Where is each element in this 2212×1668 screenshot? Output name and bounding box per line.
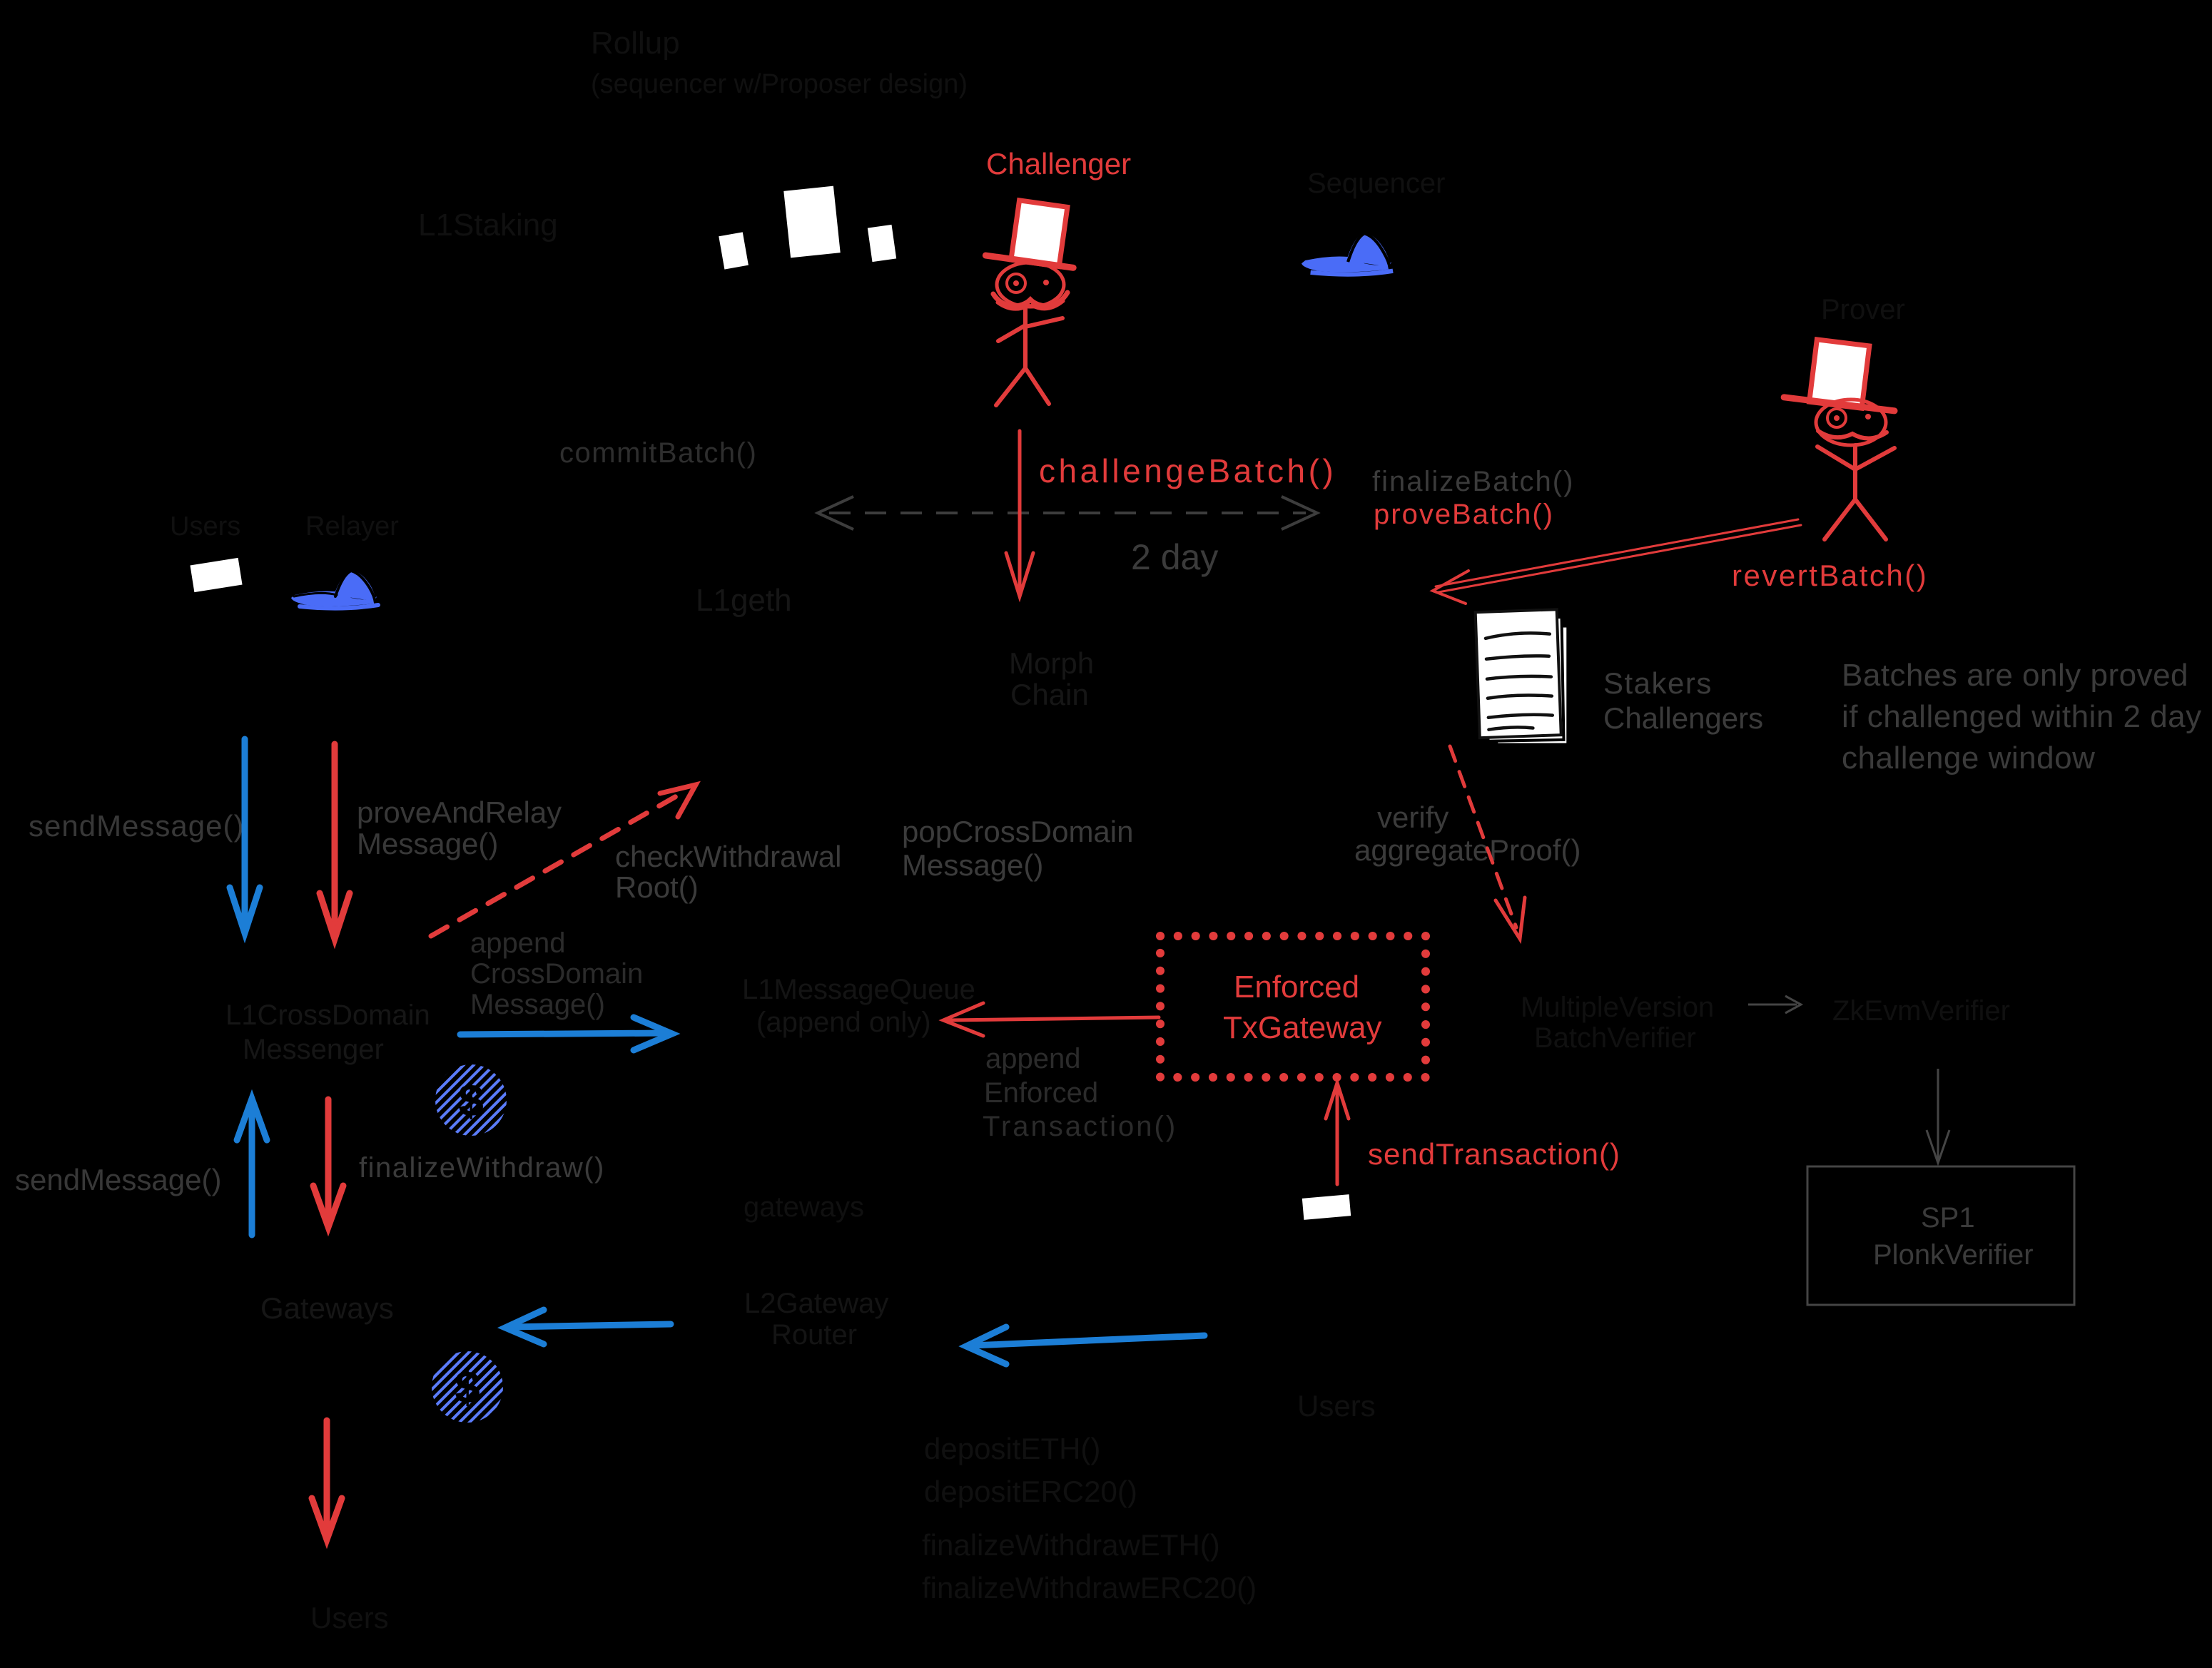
- svg-text:depositETH(): depositETH(): [924, 1432, 1100, 1465]
- svg-text:L1MessageQueue: L1MessageQueue: [742, 974, 975, 1005]
- svg-text:ZkEvmVerifier: ZkEvmVerifier: [1832, 995, 2010, 1027]
- svg-text:Router: Router: [771, 1319, 857, 1351]
- svg-text:Message(): Message(): [902, 848, 1043, 882]
- svg-text:BatchVerifier: BatchVerifier: [1534, 1022, 1696, 1054]
- svg-text:Batches are only proved: Batches are only proved: [1842, 658, 2188, 693]
- svg-text:commitBatch(): commitBatch(): [559, 437, 757, 469]
- svg-text:Messenger: Messenger: [243, 1034, 384, 1065]
- svg-text:finalizeWithdraw(): finalizeWithdraw(): [359, 1152, 605, 1184]
- svg-text:Transaction(): Transaction(): [983, 1111, 1177, 1142]
- svg-text:(append only): (append only): [756, 1007, 931, 1038]
- svg-text:Message(): Message(): [470, 989, 605, 1020]
- svg-text:$: $: [458, 1074, 484, 1126]
- svg-text:TxGateway: TxGateway: [1223, 1010, 1382, 1045]
- svg-text:revertBatch(): revertBatch(): [1732, 559, 1928, 592]
- svg-text:Users: Users: [170, 512, 240, 541]
- svg-text:Relayer: Relayer: [305, 512, 399, 541]
- svg-text:L2Gateway: L2Gateway: [744, 1288, 888, 1319]
- svg-text:Enforced: Enforced: [1234, 970, 1359, 1005]
- svg-text:Users: Users: [1297, 1389, 1376, 1423]
- svg-text:verify: verify: [1377, 800, 1449, 834]
- svg-text:Morph: Morph: [1009, 646, 1094, 680]
- svg-text:Users: Users: [310, 1601, 389, 1634]
- svg-text:MultipleVersion: MultipleVersion: [1521, 992, 1714, 1023]
- svg-text:(sequencer w/Proposer design): (sequencer w/Proposer design): [591, 69, 968, 99]
- svg-text:finalizeWithdrawERC20(): finalizeWithdrawERC20(): [922, 1571, 1257, 1605]
- svg-text:Message(): Message(): [357, 827, 498, 860]
- svg-text:Prover: Prover: [1821, 294, 1905, 325]
- svg-text:Gateways: Gateways: [260, 1291, 394, 1325]
- svg-text:finalizeBatch(): finalizeBatch(): [1372, 466, 1574, 497]
- svg-text:proveAndRelay: proveAndRelay: [357, 795, 562, 829]
- svg-text:append: append: [470, 927, 565, 959]
- svg-text:Challenger: Challenger: [986, 147, 1131, 180]
- svg-text:2 day: 2 day: [1131, 537, 1218, 577]
- svg-text:finalizeWithdrawETH(): finalizeWithdrawETH(): [922, 1528, 1220, 1562]
- svg-text:checkWithdrawal: checkWithdrawal: [615, 840, 841, 873]
- svg-text:Challengers: Challengers: [1603, 701, 1763, 735]
- svg-text:L1CrossDomain: L1CrossDomain: [225, 1000, 430, 1031]
- svg-text:depositERC20(): depositERC20(): [924, 1475, 1137, 1508]
- svg-text:Enforced: Enforced: [984, 1077, 1098, 1109]
- svg-text:if challenged within 2 day: if challenged within 2 day: [1842, 699, 2202, 734]
- svg-text:challengeBatch(): challengeBatch(): [1039, 452, 1336, 489]
- svg-text:Sequencer: Sequencer: [1307, 168, 1445, 199]
- svg-text:challenge window: challenge window: [1842, 741, 2095, 775]
- svg-text:Stakers: Stakers: [1603, 666, 1713, 700]
- svg-text:$: $: [455, 1361, 480, 1413]
- svg-text:Root(): Root(): [615, 870, 699, 904]
- svg-text:L1Staking: L1Staking: [418, 208, 558, 243]
- svg-text:Chain: Chain: [1010, 678, 1089, 711]
- svg-text:popCrossDomain: popCrossDomain: [902, 815, 1133, 848]
- svg-text:gateways: gateways: [744, 1191, 864, 1223]
- svg-text:CrossDomain: CrossDomain: [470, 958, 643, 990]
- svg-text:append: append: [985, 1043, 1080, 1074]
- svg-text:PlonkVerifier: PlonkVerifier: [1873, 1239, 2034, 1271]
- svg-text:sendMessage(): sendMessage(): [29, 809, 244, 843]
- svg-text:sendMessage(): sendMessage(): [15, 1163, 221, 1196]
- svg-text:proveBatch(): proveBatch(): [1374, 499, 1554, 530]
- svg-text:SP1: SP1: [1921, 1202, 1975, 1234]
- svg-text:sendTransaction(): sendTransaction(): [1368, 1137, 1620, 1171]
- svg-text:Rollup: Rollup: [591, 26, 680, 61]
- svg-text:L1geth: L1geth: [696, 583, 792, 618]
- svg-text:aggregateProof(): aggregateProof(): [1354, 833, 1581, 867]
